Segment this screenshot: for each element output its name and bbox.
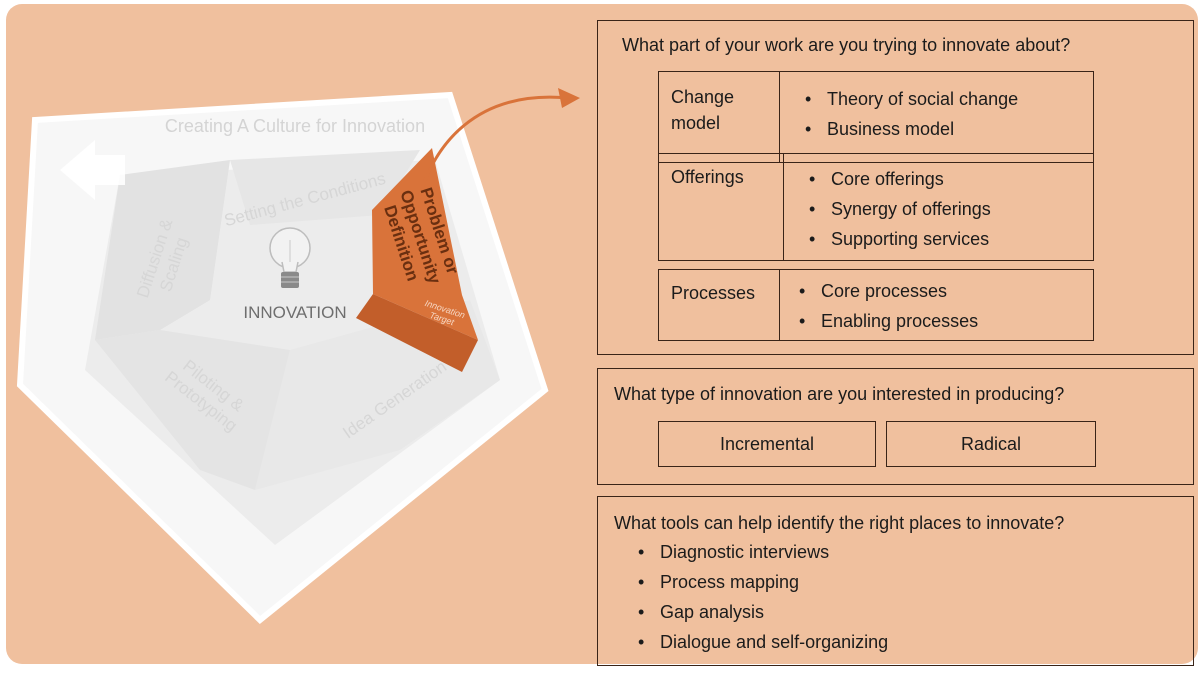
tools-list: Diagnostic interviews Process mapping Ga…	[638, 537, 888, 657]
work-areas-panel: What part of your work are you trying to…	[597, 20, 1194, 355]
processes-row: Processes Core processes Enabling proces…	[658, 269, 1094, 341]
change-model-label-line1: Change	[671, 87, 735, 107]
incremental-option: Incremental	[658, 421, 876, 467]
row-divider	[783, 154, 784, 260]
processes-label: Processes	[671, 283, 756, 303]
list-item: Business model	[805, 114, 1018, 144]
change-model-row: Change model Theory of social change Bus…	[658, 71, 1094, 163]
list-item: Supporting services	[809, 224, 991, 254]
tools-panel: What tools can help identify the right p…	[597, 496, 1194, 666]
segment-piloting	[95, 330, 290, 490]
offerings-list: Core offerings Synergy of offerings Supp…	[809, 164, 991, 254]
work-areas-question: What part of your work are you trying to…	[622, 35, 1071, 55]
segment-diffusion	[95, 160, 230, 340]
lightbulb-icon	[269, 227, 311, 288]
list-item: Diagnostic interviews	[638, 537, 888, 567]
innovation-type-question: What type of innovation are you interest…	[614, 384, 1065, 404]
curved-arrow-icon	[413, 95, 569, 216]
offerings-label: Offerings	[671, 167, 744, 187]
radical-option: Radical	[886, 421, 1096, 467]
list-item: Synergy of offerings	[809, 194, 991, 224]
list-item: Enabling processes	[799, 306, 978, 336]
change-model-list: Theory of social change Business model	[805, 84, 1018, 144]
innovation-cycle-diagram: Creating A Culture for Innovation INNOVA…	[16, 88, 580, 625]
segment-problem-definition	[372, 148, 478, 340]
segment-problem-definition-side	[356, 294, 478, 372]
list-item: Core offerings	[809, 164, 991, 194]
row-divider	[779, 270, 780, 340]
list-item: Process mapping	[638, 567, 888, 597]
change-model-label-line2: model	[671, 113, 721, 133]
segment-conditions	[230, 150, 420, 225]
list-item: Gap analysis	[638, 597, 888, 627]
offerings-row: Offerings Core offerings Synergy of offe…	[658, 153, 1094, 261]
diagram-title: Creating A Culture for Innovation	[165, 116, 425, 136]
center-label: INNOVATION	[243, 303, 346, 322]
row-divider	[779, 72, 780, 162]
innovation-type-panel: What type of innovation are you interest…	[597, 368, 1194, 485]
change-model-label: Change model	[671, 84, 734, 136]
list-item: Dialogue and self-organizing	[638, 627, 888, 657]
curved-arrowhead-icon	[558, 88, 580, 108]
list-item: Theory of social change	[805, 84, 1018, 114]
left-arrow-icon	[60, 140, 125, 200]
tools-question: What tools can help identify the right p…	[614, 513, 1065, 533]
processes-list: Core processes Enabling processes	[799, 276, 978, 336]
list-item: Core processes	[799, 276, 978, 306]
